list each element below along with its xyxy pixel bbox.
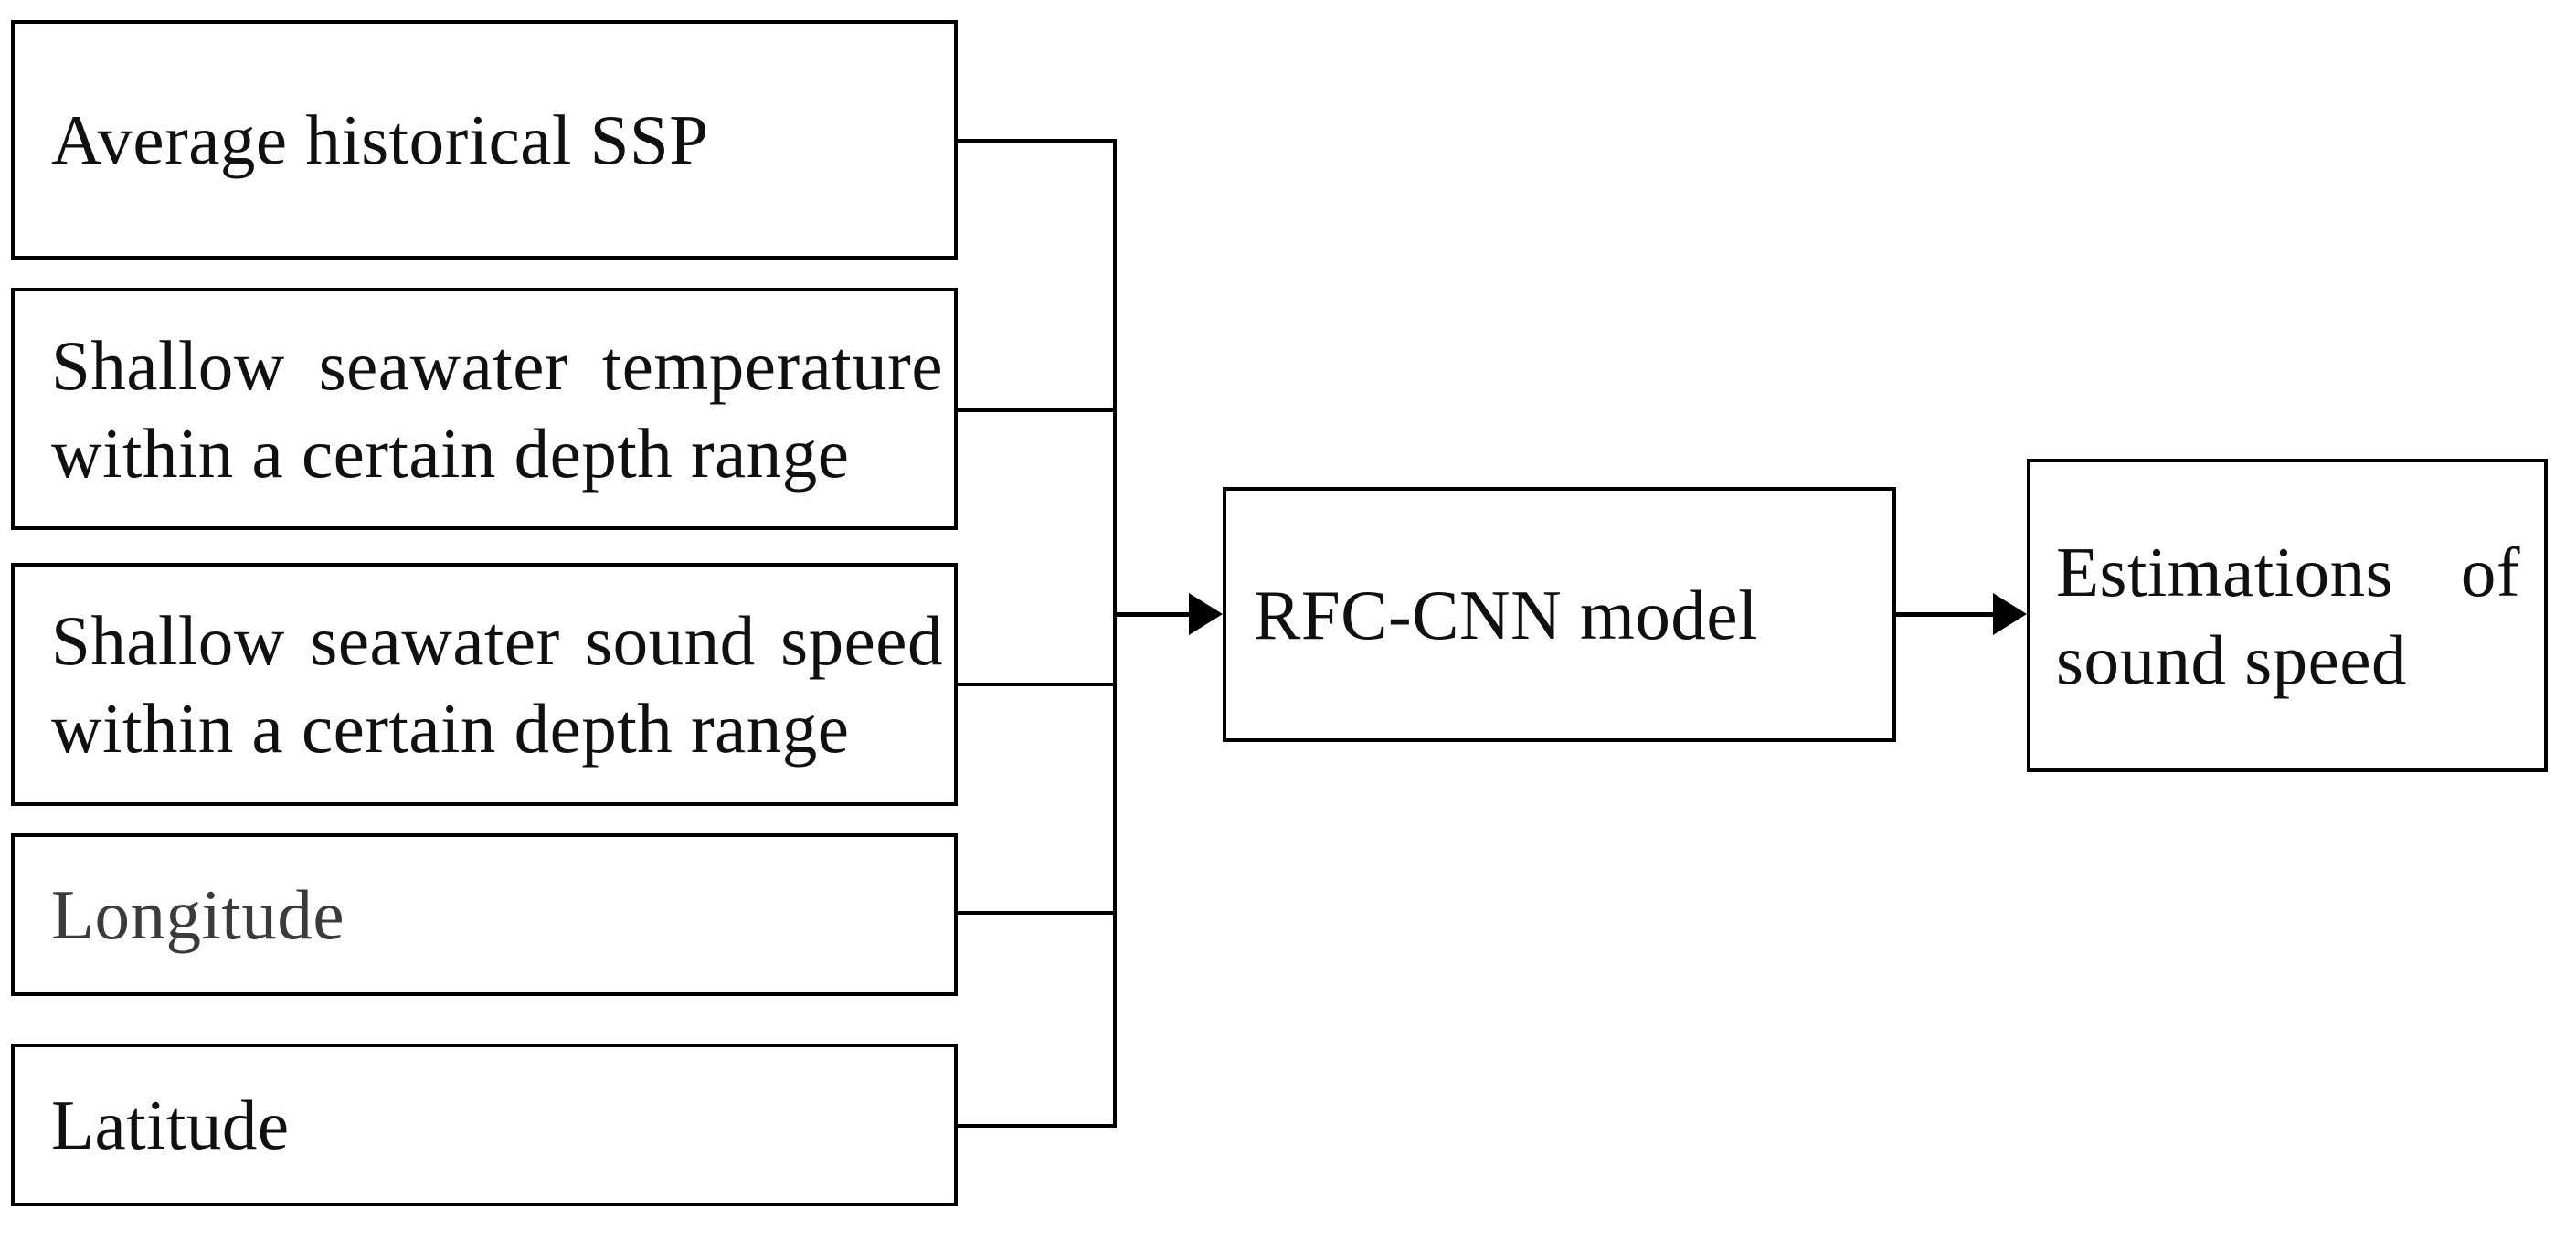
connector-stub-average-ssp	[954, 139, 1117, 143]
input-box-label: Shallow seawater temperature within a ce…	[15, 322, 954, 497]
label-line: RFC-CNN model	[1254, 575, 1758, 654]
label-line: within a certain depth range	[51, 413, 850, 493]
output-box-label: Estimations of sound speed	[2030, 528, 2544, 704]
input-box-label: Latitude	[15, 1081, 954, 1169]
label-line: Shallow seawater sound speed	[51, 601, 943, 680]
input-box-label: Shallow seawater sound speed within a ce…	[15, 597, 954, 772]
connector-stub-latitude	[954, 1124, 1117, 1128]
output-box-estimations: Estimations of sound speed	[2027, 459, 2548, 772]
connector-stub-shallow-temperature	[954, 408, 1117, 412]
label-line: within a certain depth range	[51, 689, 850, 768]
collector-line	[1113, 139, 1117, 1128]
label-line: Shallow seawater temperature	[51, 325, 943, 405]
arrow-to-model-shaft	[1115, 612, 1195, 617]
arrow-to-output-shaft	[1894, 612, 1995, 617]
connector-stub-longitude	[958, 911, 1117, 915]
model-box-rfc-cnn: RFC-CNN model	[1223, 487, 1896, 742]
label-line: Latitude	[51, 1086, 290, 1164]
input-box-shallow-temperature: Shallow seawater temperature within a ce…	[11, 288, 958, 530]
label-line: Estimations of	[2056, 532, 2520, 611]
input-box-label: Average historical SSP	[15, 96, 954, 184]
label-line: Longitude	[51, 875, 345, 954]
input-box-longitude: Longitude	[11, 833, 958, 996]
arrow-to-model-arrowhead-icon	[1189, 593, 1223, 635]
input-box-latitude: Latitude	[11, 1044, 958, 1206]
input-box-shallow-sound-speed: Shallow seawater sound speed within a ce…	[11, 563, 958, 806]
connector-stub-shallow-sound-speed	[958, 683, 1117, 686]
input-box-average-historical-ssp: Average historical SSP	[11, 20, 958, 260]
label-line: sound speed	[2056, 620, 2408, 699]
model-box-label: RFC-CNN model	[1226, 571, 1892, 659]
arrow-to-output-arrowhead-icon	[1993, 593, 2027, 635]
input-box-label: Longitude	[15, 871, 954, 959]
label-line: Average historical SSP	[51, 101, 709, 179]
